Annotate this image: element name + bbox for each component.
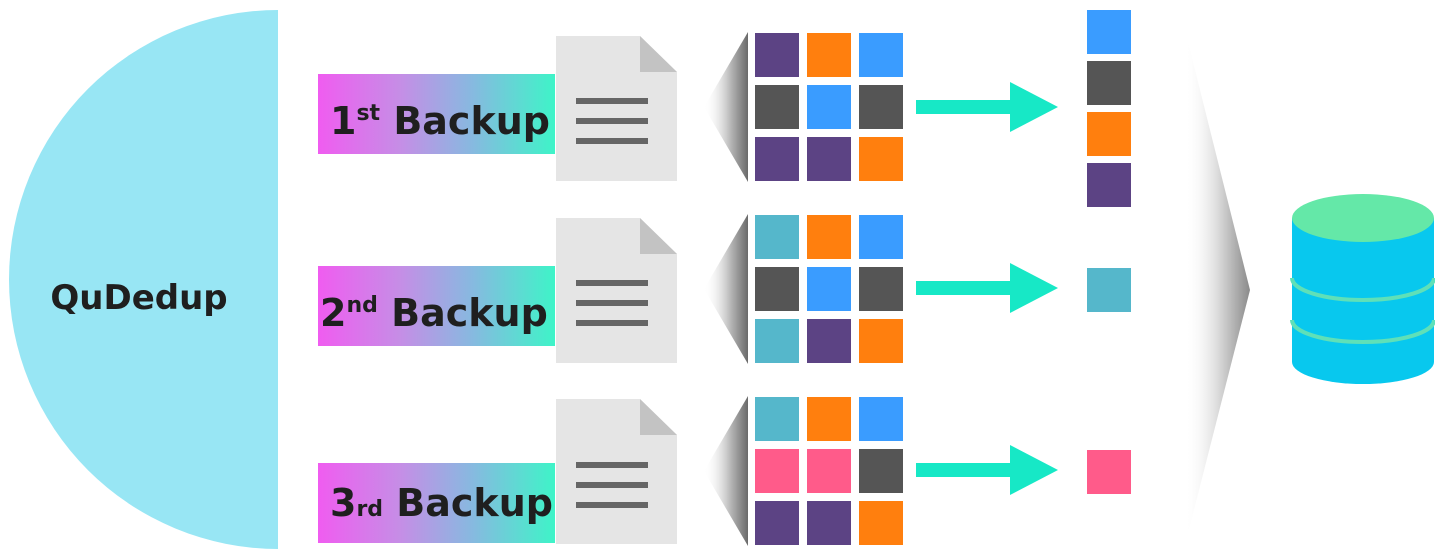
- split-funnel-shape: [704, 214, 748, 364]
- backup-ordinal-suffix: nd: [346, 293, 378, 318]
- data-chunk-block: [755, 397, 799, 441]
- chunks-layer: [755, 10, 1131, 545]
- data-chunk-block: [755, 501, 799, 545]
- data-chunk-block: [807, 319, 851, 363]
- data-chunk-block: [859, 267, 903, 311]
- data-chunk-block: [859, 33, 903, 77]
- merge-chevron-shape: [1185, 30, 1250, 545]
- unique-chunk-block: [1087, 450, 1131, 494]
- data-chunk-block: [755, 33, 799, 77]
- file-icon: [556, 399, 677, 544]
- brand-half-circle: QuDedup: [0, 10, 278, 549]
- data-chunk-block: [859, 85, 903, 129]
- backup-number: 2: [320, 291, 347, 335]
- data-chunk-block: [807, 501, 851, 545]
- data-chunk-block: [859, 397, 903, 441]
- data-chunk-block: [859, 215, 903, 259]
- unique-chunk-block: [1087, 268, 1131, 312]
- data-chunk-block: [807, 137, 851, 181]
- unique-chunk-block: [1087, 163, 1131, 207]
- data-chunk-block: [859, 319, 903, 363]
- file-icon: [556, 218, 677, 363]
- unique-chunk-block: [1087, 61, 1131, 105]
- data-chunk-block: [859, 501, 903, 545]
- data-chunk-block: [755, 319, 799, 363]
- data-chunk-block: [807, 215, 851, 259]
- backup-ordinal-suffix: rd: [356, 497, 384, 522]
- arrow-right-icon: [916, 263, 1058, 313]
- arrow-right-icon: [916, 82, 1058, 132]
- data-chunk-block: [807, 267, 851, 311]
- backup-word: Backup: [391, 291, 548, 335]
- brand-label: QuDedup: [50, 278, 228, 318]
- data-chunk-block: [755, 85, 799, 129]
- unique-chunk-block: [1087, 112, 1131, 156]
- split-funnel-shape: [704, 396, 748, 546]
- unique-chunk-block: [1087, 10, 1131, 54]
- backup-ordinal-suffix: st: [356, 101, 381, 126]
- backup-word: Backup: [396, 481, 553, 525]
- data-chunk-block: [755, 215, 799, 259]
- data-chunk-block: [807, 85, 851, 129]
- arrow-right-icon: [916, 445, 1058, 495]
- data-chunk-block: [755, 137, 799, 181]
- backup-label-1: 1st Backup: [318, 74, 555, 154]
- data-chunk-block: [807, 33, 851, 77]
- file-icon: [556, 36, 677, 181]
- data-chunk-block: [859, 137, 903, 181]
- data-chunk-block: [755, 267, 799, 311]
- data-chunk-block: [755, 449, 799, 493]
- backup-word: Backup: [393, 99, 550, 143]
- backup-label-3: 3rd Backup: [318, 463, 555, 543]
- data-chunk-block: [807, 397, 851, 441]
- backup-number: 3: [330, 481, 357, 525]
- database-icon: [1290, 194, 1435, 384]
- split-funnel-shape: [704, 32, 748, 182]
- backup-label-2: 2nd Backup: [318, 266, 555, 346]
- data-chunk-block: [807, 449, 851, 493]
- data-chunk-block: [859, 449, 903, 493]
- backup-number: 1: [330, 99, 357, 143]
